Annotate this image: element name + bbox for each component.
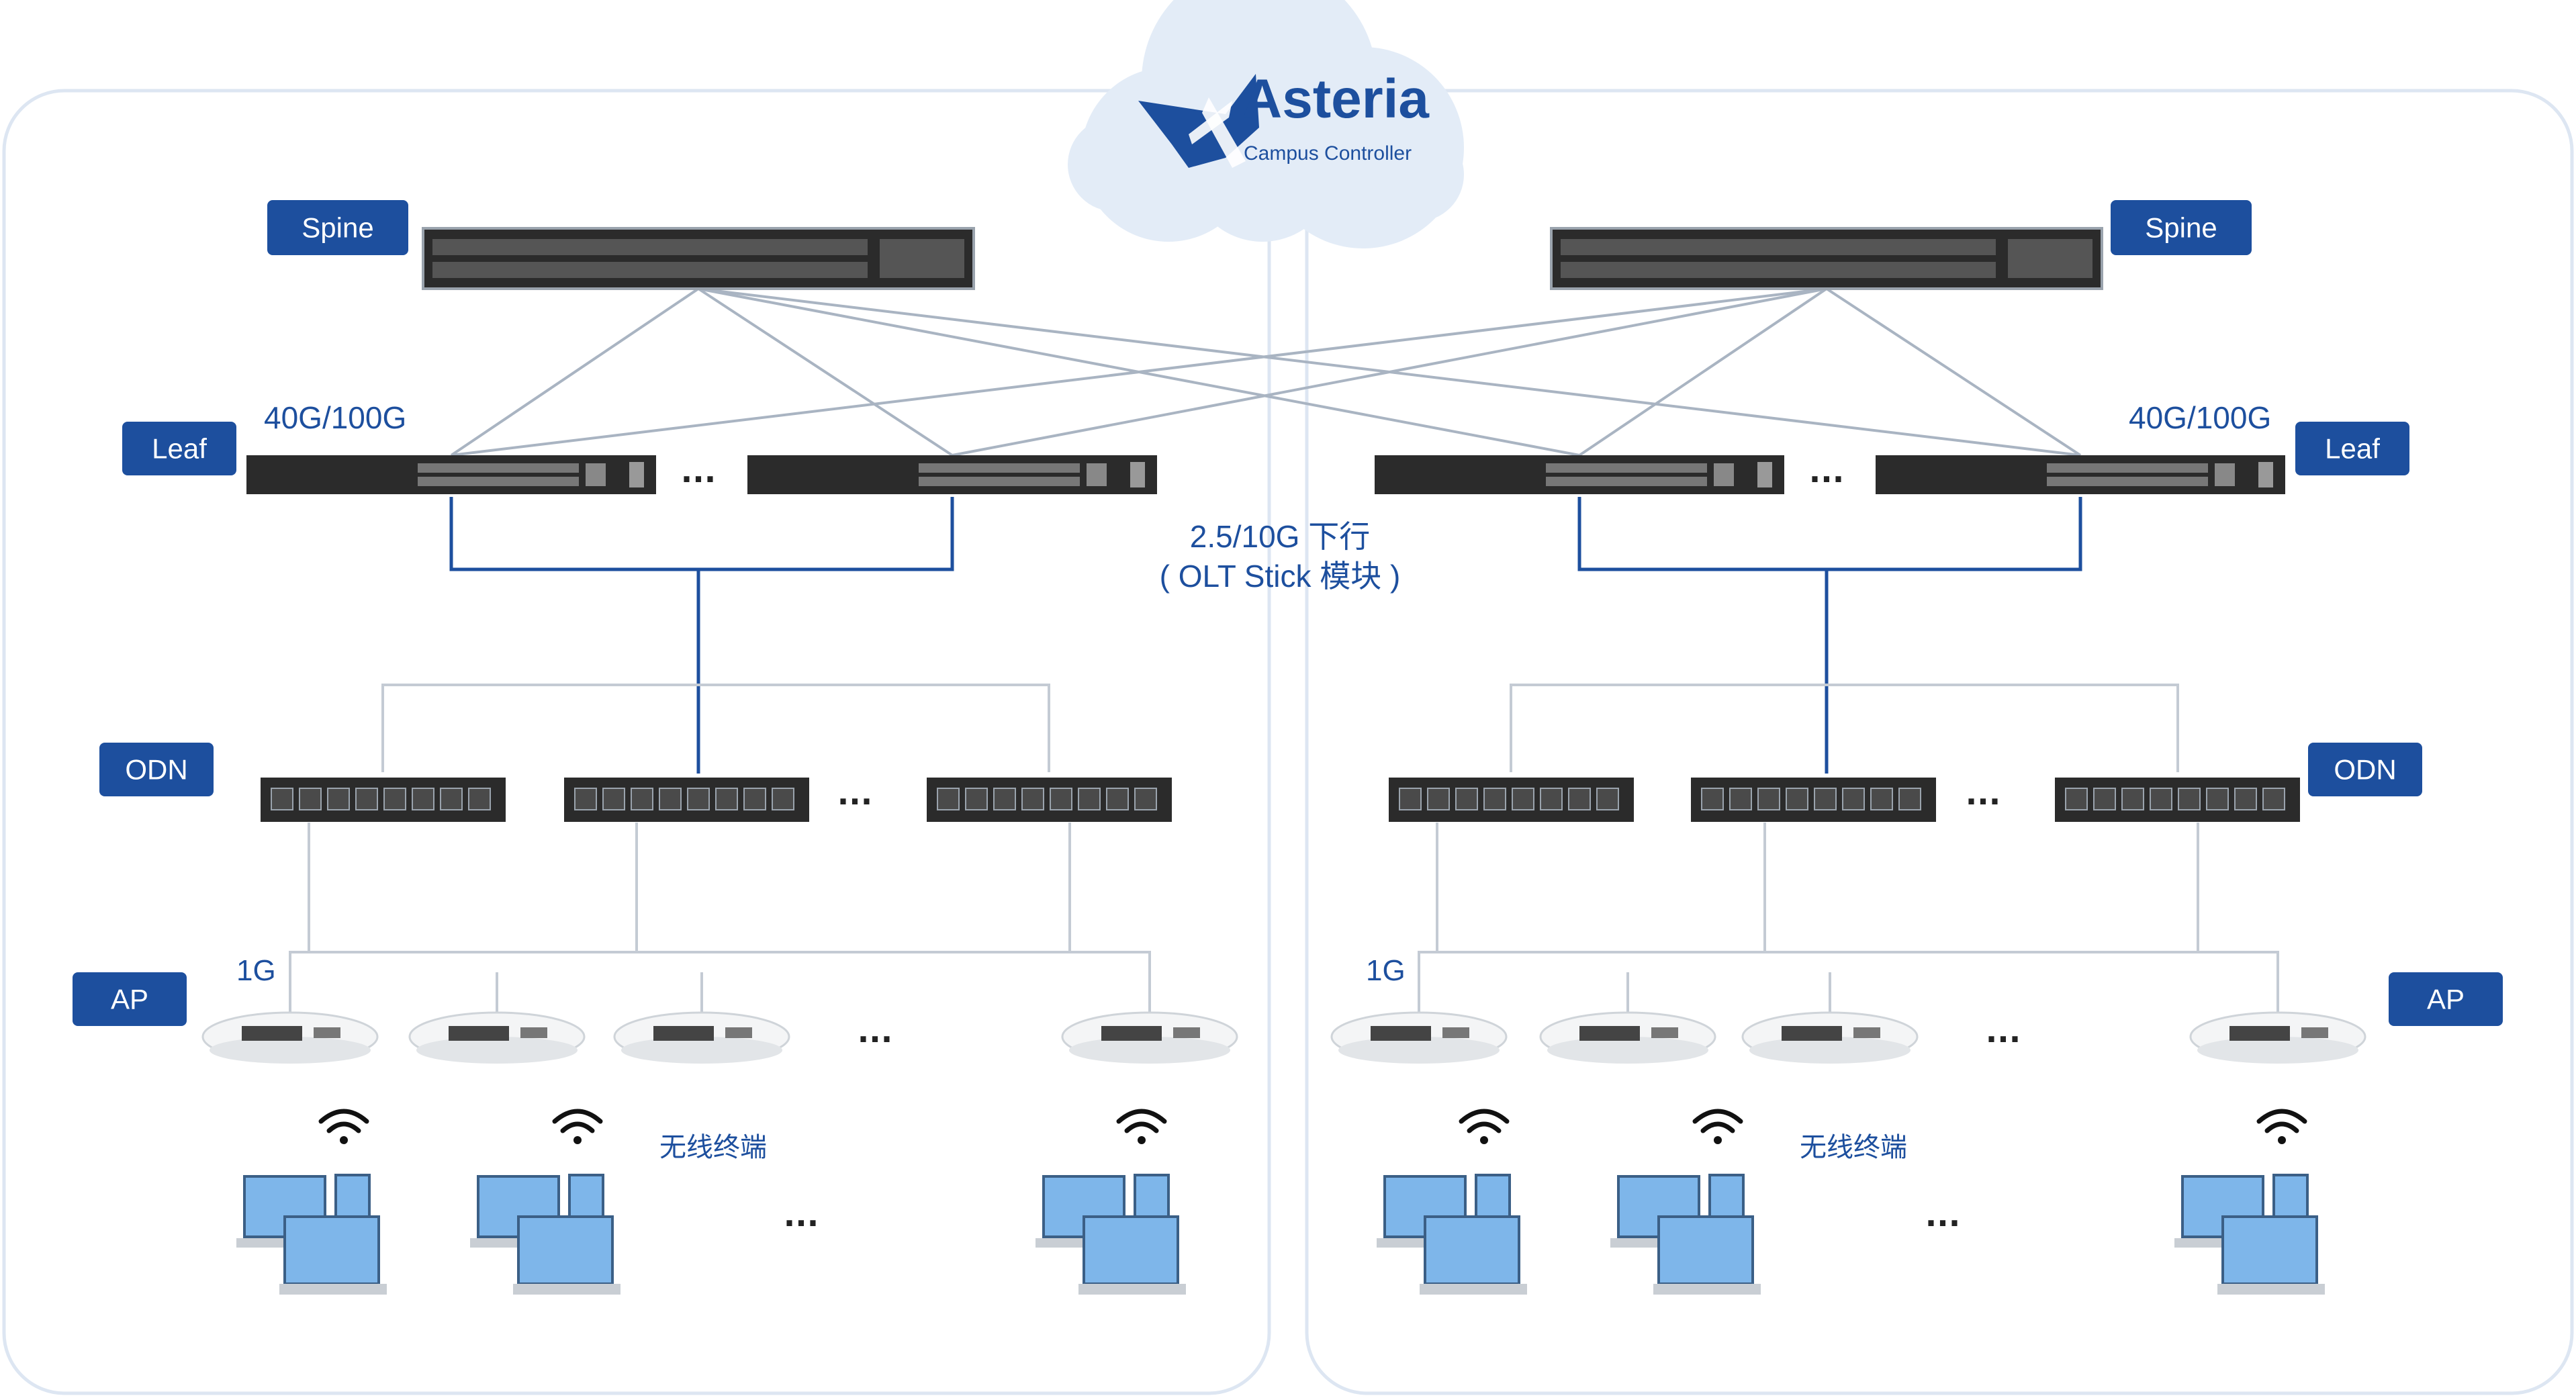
ap-label-left: AP bbox=[73, 972, 187, 1026]
left-campus-panel bbox=[2, 89, 1271, 1395]
odn-ellipsis: ... bbox=[1966, 776, 2000, 812]
client-ellipsis: ... bbox=[1925, 1197, 1960, 1233]
leaf-switch bbox=[747, 455, 1157, 494]
access-point bbox=[1330, 1011, 1508, 1065]
ap-speed-left: 1G bbox=[236, 954, 276, 987]
odn-label-right: ODN bbox=[2308, 743, 2422, 796]
uplink-speed-right: 40G/100G bbox=[2129, 400, 2271, 435]
leaf-switch bbox=[1375, 455, 1784, 494]
olt-module-note: ( OLT Stick 模块 ) bbox=[1160, 559, 1401, 594]
leaf-label-right: Leaf bbox=[2295, 422, 2409, 475]
access-point bbox=[1539, 1011, 1716, 1065]
svg-text:AP: AP bbox=[111, 984, 148, 1015]
odn-splitter bbox=[2054, 777, 2301, 823]
spine-label-right: Spine bbox=[2111, 200, 2252, 255]
uplink-speed-left: 40G/100G bbox=[264, 400, 406, 435]
odn-label-left: ODN bbox=[99, 743, 214, 796]
odn-splitter bbox=[1690, 777, 1937, 823]
svg-text:Spine: Spine bbox=[302, 212, 373, 244]
leaf-ellipsis: ... bbox=[1809, 453, 1844, 489]
ap-ellipsis: ... bbox=[858, 1013, 892, 1049]
odn-splitter bbox=[926, 777, 1172, 823]
odn-splitter bbox=[1388, 777, 1635, 823]
access-point bbox=[408, 1011, 586, 1065]
spine-label-left: Spine bbox=[267, 200, 408, 255]
logo-name: Asteria bbox=[1242, 68, 1430, 130]
ap-label-right: AP bbox=[2389, 972, 2503, 1026]
odn-splitter bbox=[563, 777, 810, 823]
access-point bbox=[613, 1011, 790, 1065]
access-point bbox=[2189, 1011, 2366, 1065]
svg-text:ODN: ODN bbox=[125, 754, 187, 786]
spine-leaf-mesh bbox=[450, 287, 2082, 457]
leaf-label-left: Leaf bbox=[122, 422, 236, 475]
leaf-switch bbox=[246, 455, 656, 494]
svg-text:AP: AP bbox=[2427, 984, 2465, 1015]
leaf-ellipsis: ... bbox=[681, 453, 716, 489]
olt-downlinks bbox=[449, 497, 2082, 774]
spine-switch-right bbox=[1550, 227, 2103, 290]
asteria-star-icon bbox=[1138, 74, 1259, 168]
ap-speed-right: 1G bbox=[1366, 954, 1406, 987]
wireless-clients-right: 无线终端 bbox=[1800, 1133, 1907, 1162]
right-campus-panel bbox=[1305, 89, 2574, 1395]
spine-switch-left bbox=[422, 227, 975, 290]
odn-tree-lines bbox=[289, 684, 2279, 1013]
odn-ellipsis: ... bbox=[837, 776, 872, 812]
svg-text:Spine: Spine bbox=[2145, 212, 2217, 244]
wireless-clients-left: 无线终端 bbox=[659, 1133, 767, 1162]
ap-ellipsis: ... bbox=[1986, 1013, 2021, 1049]
svg-text:Leaf: Leaf bbox=[2325, 433, 2380, 465]
access-point bbox=[201, 1011, 379, 1065]
downlink-speed: 2.5/10G 下行 bbox=[1190, 519, 1370, 554]
cloud-logo: Asteria Campus Controller bbox=[1068, 0, 1464, 248]
svg-text:ODN: ODN bbox=[2334, 754, 2396, 786]
logo-subtitle: Campus Controller bbox=[1244, 142, 1412, 165]
access-point bbox=[1741, 1011, 1919, 1065]
svg-text:Leaf: Leaf bbox=[152, 433, 207, 465]
access-point bbox=[1061, 1011, 1238, 1065]
client-ellipsis: ... bbox=[784, 1197, 819, 1233]
odn-splitter bbox=[260, 777, 506, 823]
leaf-switch bbox=[1876, 455, 2285, 494]
